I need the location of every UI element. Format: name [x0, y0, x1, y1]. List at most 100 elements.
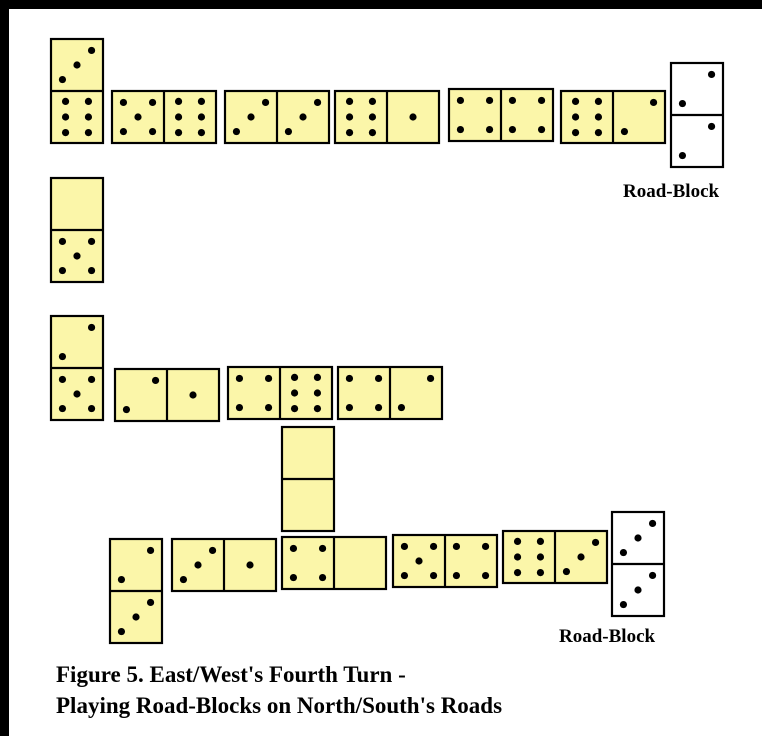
domino-d5	[449, 89, 553, 141]
pip	[198, 98, 205, 105]
pip	[134, 113, 141, 120]
pip	[620, 601, 627, 608]
caption-line-2: Playing Road-Blocks on North/South's Roa…	[56, 690, 502, 721]
pip	[537, 553, 544, 560]
pip	[369, 129, 376, 136]
pip	[577, 553, 584, 560]
pip	[291, 389, 298, 396]
pip	[649, 520, 656, 527]
pip	[482, 543, 489, 550]
pip	[88, 47, 95, 54]
domino-d10	[115, 369, 219, 421]
pip	[346, 375, 353, 382]
domino-d17	[393, 535, 497, 587]
pip	[634, 586, 641, 593]
pip	[73, 252, 80, 259]
pip	[120, 128, 127, 135]
pip	[262, 99, 269, 106]
pip	[291, 374, 298, 381]
pip	[198, 129, 205, 136]
domino-d1	[51, 39, 103, 143]
domino-d12	[338, 367, 442, 419]
pip	[319, 545, 326, 552]
pip	[537, 569, 544, 576]
pip	[147, 599, 154, 606]
pip	[401, 543, 408, 550]
pip	[537, 538, 544, 545]
pip	[595, 98, 602, 105]
pip	[265, 404, 272, 411]
pip	[650, 99, 657, 106]
domino-d19	[612, 512, 664, 616]
pip	[430, 543, 437, 550]
domino-d7	[671, 63, 723, 167]
pip	[149, 128, 156, 135]
pip	[62, 113, 69, 120]
pip	[198, 113, 205, 120]
pip	[59, 267, 66, 274]
pip	[88, 376, 95, 383]
pip	[401, 572, 408, 579]
pip	[486, 97, 493, 104]
pip	[59, 238, 66, 245]
pip	[319, 574, 326, 581]
domino-d13	[282, 427, 334, 531]
pip	[180, 576, 187, 583]
pip	[194, 561, 201, 568]
pip	[59, 353, 66, 360]
pip	[482, 572, 489, 579]
pip	[572, 113, 579, 120]
pip	[649, 572, 656, 579]
pip	[62, 129, 69, 136]
pip	[290, 574, 297, 581]
pip	[563, 568, 570, 575]
pip	[538, 126, 545, 133]
domino-d2	[112, 91, 216, 143]
pip	[620, 549, 627, 556]
pip	[398, 404, 405, 411]
pip	[62, 98, 69, 105]
pip	[152, 377, 159, 384]
pip	[679, 100, 686, 107]
pip	[290, 545, 297, 552]
pip	[457, 126, 464, 133]
pip	[236, 404, 243, 411]
pip	[123, 406, 130, 413]
pip	[453, 543, 460, 550]
pip	[175, 129, 182, 136]
pip	[88, 267, 95, 274]
pip	[88, 405, 95, 412]
pip	[453, 572, 460, 579]
pip	[285, 128, 292, 135]
pip	[509, 126, 516, 133]
road-block-label-top: Road-Block	[623, 181, 719, 203]
pip	[147, 547, 154, 554]
pip	[59, 76, 66, 83]
domino-d18	[503, 531, 607, 583]
pip	[346, 129, 353, 136]
pip	[679, 152, 686, 159]
pip	[514, 553, 521, 560]
pip	[120, 99, 127, 106]
pip	[314, 389, 321, 396]
pip	[514, 569, 521, 576]
domino-d16	[282, 537, 386, 589]
pip	[430, 572, 437, 579]
domino-d8	[51, 178, 103, 282]
pip	[708, 71, 715, 78]
pip	[236, 375, 243, 382]
pip	[346, 404, 353, 411]
domino-d11	[228, 367, 332, 419]
road-block-label-bottom: Road-Block	[559, 626, 655, 648]
pip	[375, 404, 382, 411]
pip	[572, 98, 579, 105]
pip	[375, 375, 382, 382]
domino-d3	[225, 91, 329, 143]
pip	[247, 113, 254, 120]
domino-d4	[335, 91, 439, 143]
domino-d14	[110, 539, 162, 643]
pip	[634, 534, 641, 541]
pip	[88, 238, 95, 245]
pip	[708, 123, 715, 130]
pip	[595, 113, 602, 120]
